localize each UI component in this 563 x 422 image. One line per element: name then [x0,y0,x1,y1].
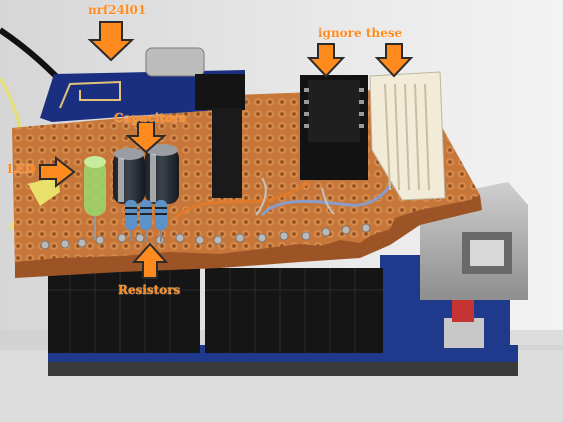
capacitor-left-top [114,148,144,160]
perfboard-bottom-edge [15,195,482,278]
nrf-vertical-header [212,108,242,198]
usb-port-inner [470,240,504,266]
silver-wire-2 [321,187,335,215]
capacitor-right-top [146,144,178,156]
nrf-label: nrf24l01 [88,3,147,17]
yellow-wire-tip [28,176,60,206]
nrf-crystal [145,47,205,77]
led-top [84,156,106,168]
ignore-these-label: ignore these [318,26,403,40]
up-arrow-icon [131,242,169,279]
resistors-group [125,200,167,242]
right-arrow-icon [39,155,76,189]
reset-button [452,298,474,322]
capacitor-stripe-left [118,158,124,202]
down-arrow-icon [87,21,135,62]
ic-pins [304,88,364,128]
led-label: LED [7,162,35,176]
header-right [205,268,383,353]
arduino-board-edge [48,362,518,376]
blue-wire [260,181,394,217]
nrf-pin-header [195,74,245,110]
header-left [48,268,200,353]
white-connector-ribs [384,83,430,191]
nrf-antenna-trace [59,80,121,109]
capacitor-stripe-right [150,154,156,202]
ic-chip [308,80,360,142]
led [84,160,106,216]
reset-button-base [444,318,484,348]
down-arrow-icon [374,43,414,78]
silver-wire [255,177,267,216]
capacitors-label: Capacitors [114,111,186,125]
down-arrow-icon [306,43,346,78]
resistors-label: Resistors [118,283,181,297]
header-ridges [48,268,383,353]
down-arrow-icon [125,121,167,154]
